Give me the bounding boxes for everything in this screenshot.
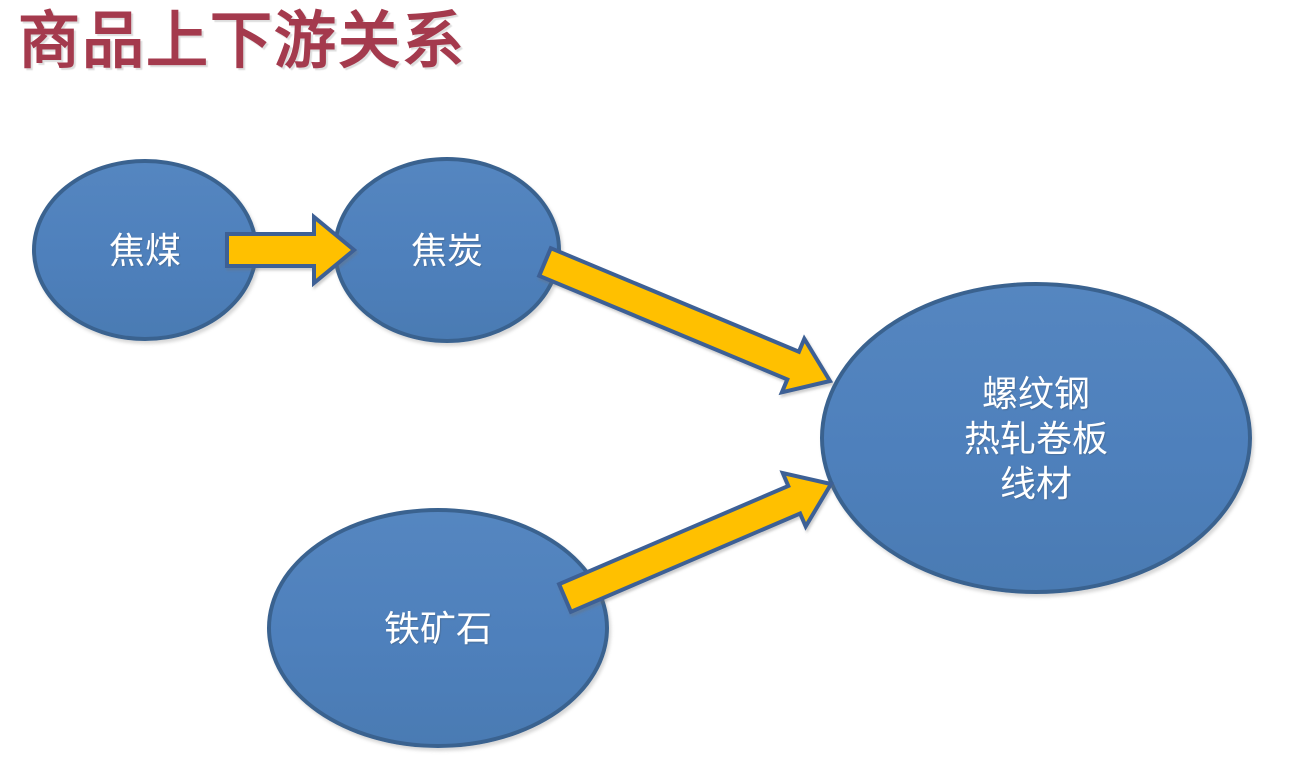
node-label-line: 热轧卷板 (963, 417, 1108, 459)
node-label-steel-products: 螺纹钢热轧卷板线材 (964, 371, 1108, 506)
slide-title: 商品上下游关系 (18, 7, 467, 76)
node-iron-ore: 铁矿石 (267, 508, 609, 748)
node-steel-products: 螺纹钢热轧卷板线材 (820, 282, 1252, 594)
node-label-coking-coal: 焦煤 (109, 228, 181, 273)
node-label-line: 螺纹钢 (981, 372, 1090, 414)
node-label-iron-ore: 铁矿石 (384, 606, 492, 651)
node-label-line: 线材 (999, 462, 1072, 504)
node-coke: 焦炭 (333, 157, 561, 343)
node-label-line: 焦煤 (108, 229, 181, 271)
node-label-line: 焦炭 (410, 229, 483, 271)
node-label-coke: 焦炭 (411, 228, 483, 273)
node-coking-coal: 焦煤 (32, 159, 258, 341)
node-label-line: 铁矿石 (383, 607, 492, 649)
